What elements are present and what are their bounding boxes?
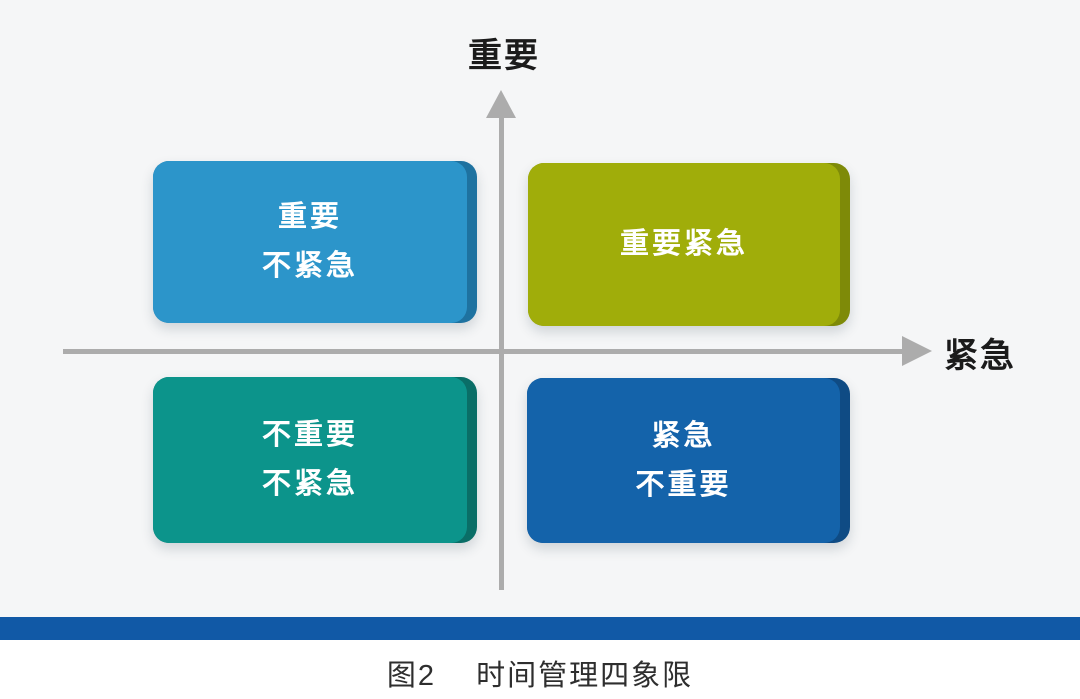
importance-axis-label: 重要: [468, 37, 540, 75]
urgency-axis-label: 紧急: [944, 337, 1016, 375]
quadrant-label-line: 不紧急: [261, 250, 358, 282]
quadrant-urgent-not-important: 紧急 不重要: [527, 378, 850, 543]
figure-title: 时间管理四象限: [476, 660, 694, 692]
quadrant-label-line: 不重要: [635, 468, 732, 501]
urgency-axis-line: [63, 349, 902, 354]
quadrant-important-urgent: 重要紧急: [528, 163, 850, 326]
quadrant-surface: 不重要 不紧急: [153, 377, 467, 543]
quadrant-label-line: 不重要: [261, 419, 358, 451]
quadrant-not-important-not-urgent: 不重要 不紧急: [153, 377, 477, 543]
quadrant-surface: 紧急 不重要: [527, 378, 840, 543]
quadrant-surface: 重要 不紧急: [153, 161, 467, 323]
divider-bar: [0, 617, 1080, 640]
quadrant-label-line: 重要: [277, 201, 342, 233]
quadrant-label-line: 紧急: [651, 419, 716, 452]
arrow-up-icon: [486, 90, 516, 118]
arrow-right-icon: [902, 336, 932, 366]
quadrant-label-line: 重要紧急: [619, 228, 748, 260]
figure-caption: 图2 时间管理四象限: [0, 652, 1080, 694]
quadrant-surface: 重要紧急: [528, 163, 840, 326]
quadrant-important-not-urgent: 重要 不紧急: [153, 161, 477, 323]
quadrant-label-line: 不紧急: [261, 468, 358, 500]
figure-number: 图2: [386, 660, 437, 692]
